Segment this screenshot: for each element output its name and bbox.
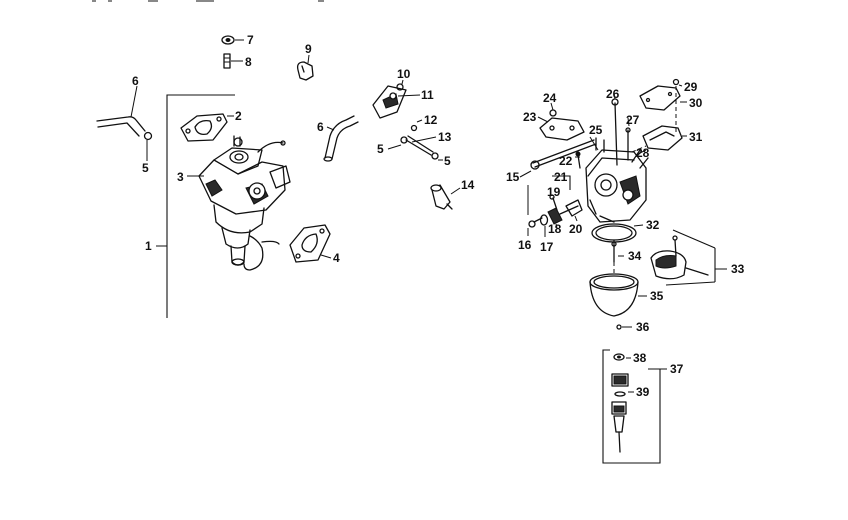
callout-5a: 5 [142,161,149,175]
callout-15: 15 [506,170,520,184]
callout-30: 30 [689,96,703,110]
callout-38: 38 [633,351,647,365]
callout-12: 12 [424,113,438,127]
callout-5c: 5 [444,154,451,168]
part-8-screw [223,53,243,69]
callout-32: 32 [646,218,660,232]
part-11-bracket [372,85,421,119]
callout-26: 26 [606,87,620,101]
callout-16: 16 [518,238,532,252]
callout-21: 21 [554,170,568,184]
callout-1: 1 [145,239,152,253]
part-15-throttle-shaft [519,139,597,178]
callout-11: 11 [421,88,434,102]
part-6-hose-middle [323,115,359,162]
part-34-screw [611,239,624,263]
callout-13: 13 [438,130,452,144]
callout-36: 36 [636,320,650,334]
part-17-washer [539,214,549,237]
part-32-gasket [591,223,644,243]
part-10-pin [396,79,404,91]
part-5-clamp-rod-top [387,144,402,150]
part-36-screw [616,324,632,330]
callout-17: 17 [540,240,554,254]
callout-labels: 6 5 1 2 3 4 7 8 9 6 10 11 12 13 5 5 14 2… [132,33,745,399]
part-31-diaphragm [642,125,687,151]
part-2-gasket [180,113,234,142]
callout-35: 35 [650,289,664,303]
part-38-washer [613,353,631,361]
part-4-gasket [289,224,332,263]
part-33-float [650,229,727,286]
part-24-screw [549,102,557,117]
part-13-link-rod [400,135,439,160]
callout-10: 10 [397,67,411,81]
callout-31: 31 [689,130,703,144]
callout-29: 29 [684,80,698,94]
callout-6a: 6 [132,74,139,88]
part-28-guides [631,86,677,154]
callout-27: 27 [626,113,640,127]
part-30-cover [639,85,687,111]
assembly-1-bracket [156,94,235,318]
part-20-fitting [565,199,583,222]
part-1-carburetor-assembly [187,135,291,271]
callout-28: 28 [636,146,650,160]
part-21-bracket [527,175,571,215]
part-35-float-bowl [589,262,647,317]
callout-22: 22 [559,154,573,168]
callout-5b: 5 [377,142,384,156]
callout-18: 18 [548,222,562,236]
part-23-plate [537,116,585,141]
part-6-hose-left [96,85,146,137]
part-37-bracket [602,349,667,464]
part-5-clamp-left [143,131,153,161]
callout-9: 9 [305,42,312,56]
part-27-screw [625,117,631,161]
callout-37: 37 [670,362,684,376]
callout-7: 7 [247,33,254,47]
callout-25: 25 [589,123,603,137]
callout-2: 2 [235,109,242,123]
part-29-screw [672,78,683,87]
callout-14: 14 [461,178,475,192]
part-39-solenoid [611,373,634,453]
part-19-screw [549,194,558,211]
callout-3: 3 [177,170,184,184]
part-7-nut [221,35,244,45]
callout-33: 33 [731,262,745,276]
part-9-fitting [296,54,314,81]
callout-4: 4 [333,251,340,265]
part-26-long-screw [611,93,619,166]
carburetor-body [585,136,649,223]
part-12-clip [410,119,423,132]
part-14-filter [430,184,461,210]
part-22-screw [575,151,581,169]
callout-23: 23 [523,110,537,124]
callout-20: 20 [569,222,583,236]
callout-24: 24 [543,91,557,105]
callout-8: 8 [245,55,252,69]
callout-19: 19 [547,185,561,199]
callout-34: 34 [628,249,642,263]
callout-6b: 6 [317,120,324,134]
part-16-spring [527,217,543,236]
callout-39: 39 [636,385,650,399]
